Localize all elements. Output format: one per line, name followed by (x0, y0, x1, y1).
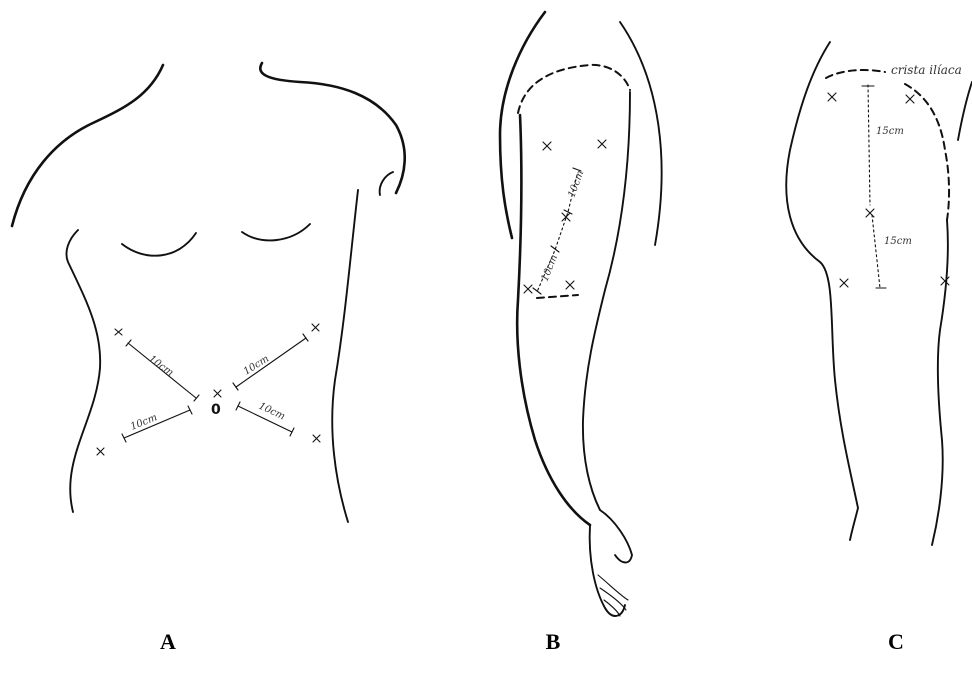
panel-a-abdomen: 10cm 10cm 10cm 10cm 0 (12, 63, 405, 522)
panel-a-label: A (160, 629, 176, 654)
panel-c-body-outline (786, 42, 972, 545)
measure-label: 10cm (257, 401, 287, 423)
x-mark-icon (906, 95, 914, 103)
panel-b-marks (524, 140, 606, 293)
panel-c-measures: 15cm 15cm (862, 85, 912, 288)
panel-b-label: B (546, 629, 561, 654)
measure-label: 10cm (566, 169, 586, 199)
navel-mark: 0 (211, 402, 221, 418)
panel-b-arm: 10cm 10cm (500, 12, 662, 616)
measure-label: 15cm (876, 126, 904, 137)
panel-a-body-outline (12, 63, 405, 522)
x-mark-icon (840, 279, 848, 287)
panel-a-measures: 10cm 10cm 10cm 10cm (122, 334, 308, 442)
measure-label: 15cm (884, 236, 912, 247)
x-mark-icon (543, 142, 551, 150)
x-mark-icon (115, 329, 122, 335)
measure-label: 10cm (540, 253, 561, 283)
x-mark-icon (562, 213, 570, 221)
x-mark-icon (566, 281, 574, 289)
x-mark-icon (214, 390, 221, 397)
measure-label: 10cm (242, 353, 271, 377)
x-mark-icon (313, 435, 320, 442)
iliac-crest-annotation: crista ilíaca (891, 63, 962, 77)
x-mark-icon (97, 448, 104, 455)
x-mark-icon (598, 140, 606, 148)
panel-c-label: C (888, 629, 904, 654)
x-mark-icon (312, 324, 319, 331)
x-mark-icon (524, 285, 532, 293)
panel-c-thigh: crista ilíaca 15cm 15cm (786, 42, 972, 545)
panel-b-body-outline (500, 12, 662, 616)
x-mark-icon (866, 209, 874, 217)
panel-c-marks (828, 93, 949, 287)
x-mark-icon (828, 93, 836, 101)
measure-label: 10cm (146, 354, 175, 379)
panel-b-measures: 10cm 10cm (533, 168, 586, 294)
x-mark-icon (941, 277, 949, 285)
